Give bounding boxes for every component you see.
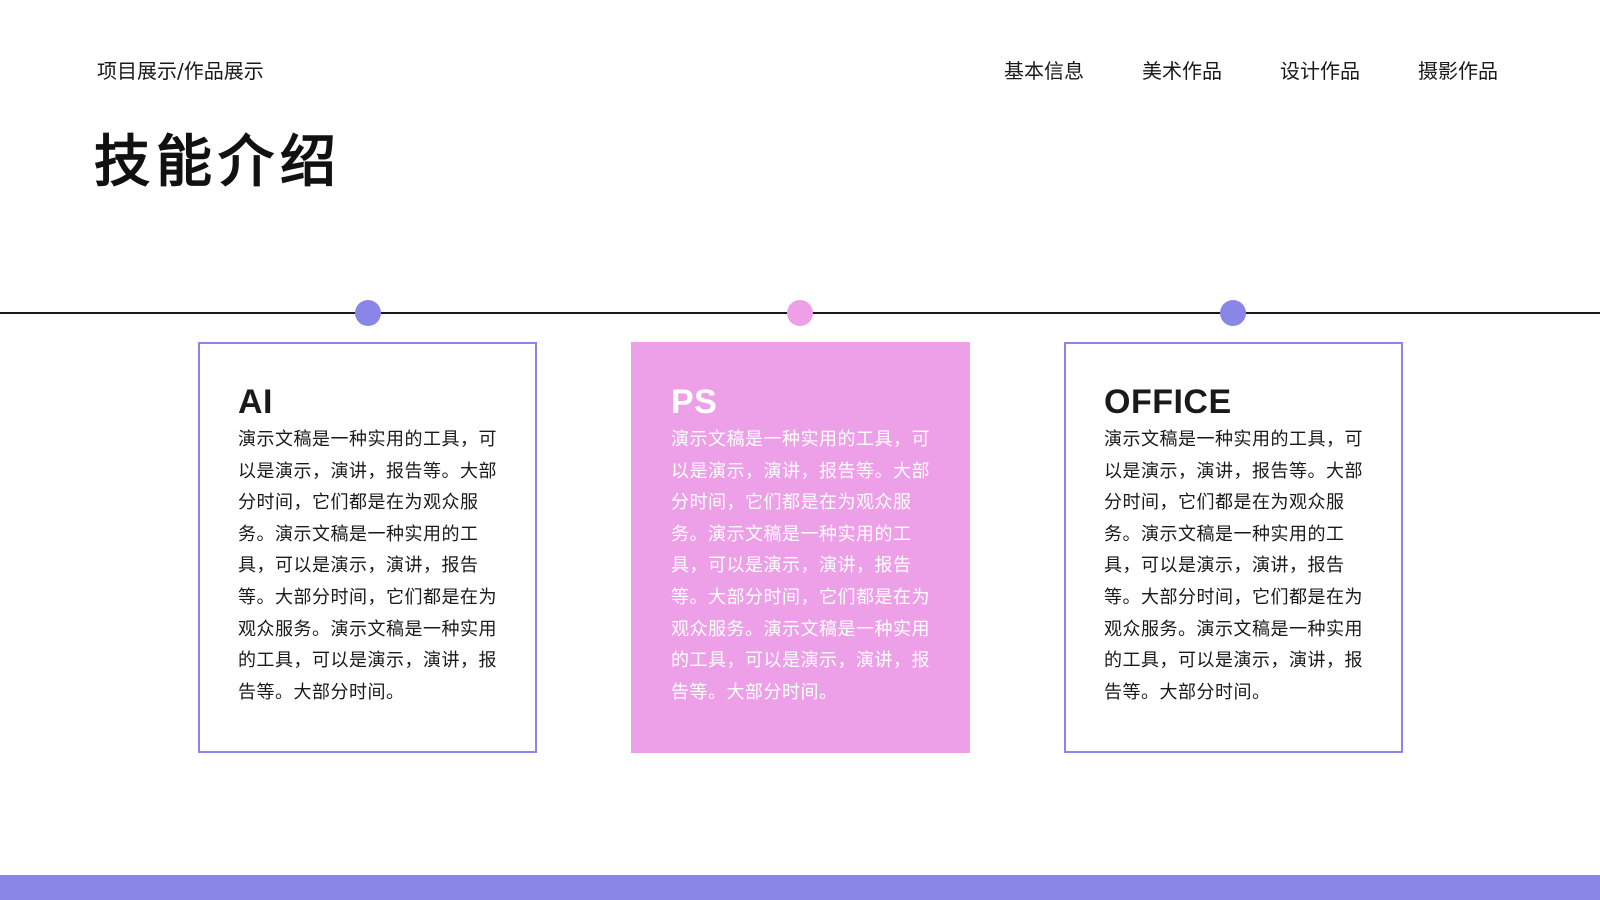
skill-card-description: 演示文稿是一种实用的工具，可以是演示，演讲，报告等。大部分时间，它们都是在为观众… [671, 429, 930, 703]
nav-item-art-works[interactable]: 美术作品 [1142, 59, 1222, 83]
page-title: 技能介绍 [94, 130, 342, 195]
skill-card-office: OFFICE 演示文稿是一种实用的工具，可以是演示，演讲，报告等。大部分时间，它… [1064, 342, 1403, 753]
footer-bar [0, 875, 1600, 900]
top-nav: 基本信息 美术作品 设计作品 摄影作品 [0, 58, 1600, 84]
breadcrumb: 项目展示/作品展示 [97, 59, 264, 83]
skill-card-title: OFFICE [1104, 383, 1232, 421]
timeline-dot-office [1220, 300, 1246, 326]
skill-card-title: AI [238, 383, 273, 421]
nav-item-photography-works[interactable]: 摄影作品 [1418, 59, 1498, 83]
skill-card-title: PS [671, 383, 718, 421]
nav-item-design-works[interactable]: 设计作品 [1280, 59, 1360, 83]
nav-item-basic-info[interactable]: 基本信息 [1004, 59, 1084, 83]
timeline-dot-ai [355, 300, 381, 326]
timeline-dot-ps [787, 300, 813, 326]
skill-card-description: 演示文稿是一种实用的工具，可以是演示，演讲，报告等。大部分时间，它们都是在为观众… [1104, 429, 1363, 703]
skill-card-description: 演示文稿是一种实用的工具，可以是演示，演讲，报告等。大部分时间，它们都是在为观众… [238, 429, 497, 703]
skill-card-ai: AI 演示文稿是一种实用的工具，可以是演示，演讲，报告等。大部分时间，它们都是在… [198, 342, 537, 753]
skill-card-ps: PS 演示文稿是一种实用的工具，可以是演示，演讲，报告等。大部分时间，它们都是在… [631, 342, 970, 753]
